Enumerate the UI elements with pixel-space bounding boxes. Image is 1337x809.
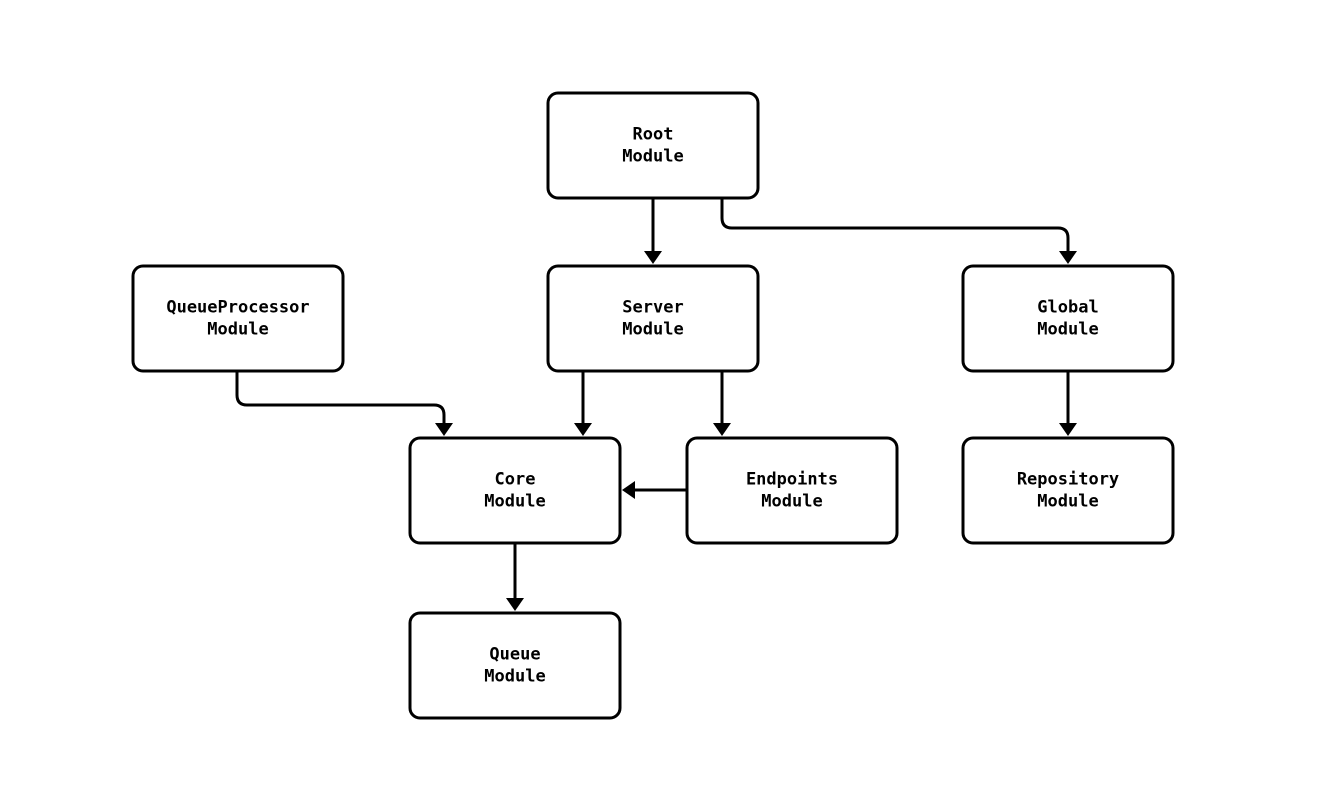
core-module-node-label-line1: Core (495, 470, 536, 490)
queue-module-node-box[interactable] (408, 611, 622, 720)
queue-module-node-label-line2: Module (484, 667, 545, 687)
core-module-node-label-line2: Module (484, 492, 545, 512)
edge-root-to-global-arrowhead-icon (1059, 251, 1077, 264)
root-module-node-label-line2: Module (622, 147, 683, 167)
global-module-node-label-line1: Global (1037, 298, 1098, 318)
server-module-node-box[interactable] (546, 264, 760, 373)
repository-module-node-label-line1: Repository (1017, 470, 1119, 490)
endpoints-module-node-label-line2: Module (761, 492, 822, 512)
edge-root-to-global (720, 198, 1077, 264)
edge-core-to-queue-arrowhead-icon (506, 598, 524, 611)
edge-root-to-server (644, 198, 662, 264)
root-module-node-label-line1: Root (633, 125, 674, 145)
edge-endpoints-to-core (622, 481, 687, 499)
endpoints-module-node-label-line1: Endpoints (746, 470, 838, 490)
core-module-node-box[interactable] (408, 436, 622, 545)
global-module-node-box[interactable] (961, 264, 1175, 373)
queueprocessor-module-node-label-line2: Module (207, 320, 268, 340)
edge-root-to-server-arrowhead-icon (644, 251, 662, 264)
edge-queueprocessor-to-core-line (235, 371, 446, 424)
edge-queueprocessor-to-core (235, 371, 453, 436)
edge-global-to-repository-arrowhead-icon (1059, 423, 1077, 436)
edge-root-to-global-line (720, 198, 1070, 252)
server-module-node-label-line2: Module (622, 320, 683, 340)
endpoints-module-node-box[interactable] (685, 436, 899, 545)
root-module-node-box[interactable] (546, 91, 760, 200)
edge-global-to-repository (1059, 371, 1077, 436)
edge-server-to-core-arrowhead-icon (574, 423, 592, 436)
global-module-node-label-line2: Module (1037, 320, 1098, 340)
edge-core-to-queue (506, 543, 524, 611)
repository-module-node-label-line2: Module (1037, 492, 1098, 512)
edge-server-to-endpoints (713, 371, 731, 436)
queueprocessor-module-node-box[interactable] (131, 264, 345, 373)
edges-layer (235, 198, 1077, 611)
edge-server-to-endpoints-arrowhead-icon (713, 423, 731, 436)
server-module-node-label-line1: Server (622, 298, 683, 318)
edge-queueprocessor-to-core-arrowhead-icon (435, 423, 453, 436)
edge-server-to-core (574, 371, 592, 436)
edge-endpoints-to-core-arrowhead-icon (622, 481, 635, 499)
repository-module-node-box[interactable] (961, 436, 1175, 545)
queue-module-node-label-line1: Queue (489, 645, 540, 665)
queueprocessor-module-node-label-line1: QueueProcessor (166, 298, 309, 318)
